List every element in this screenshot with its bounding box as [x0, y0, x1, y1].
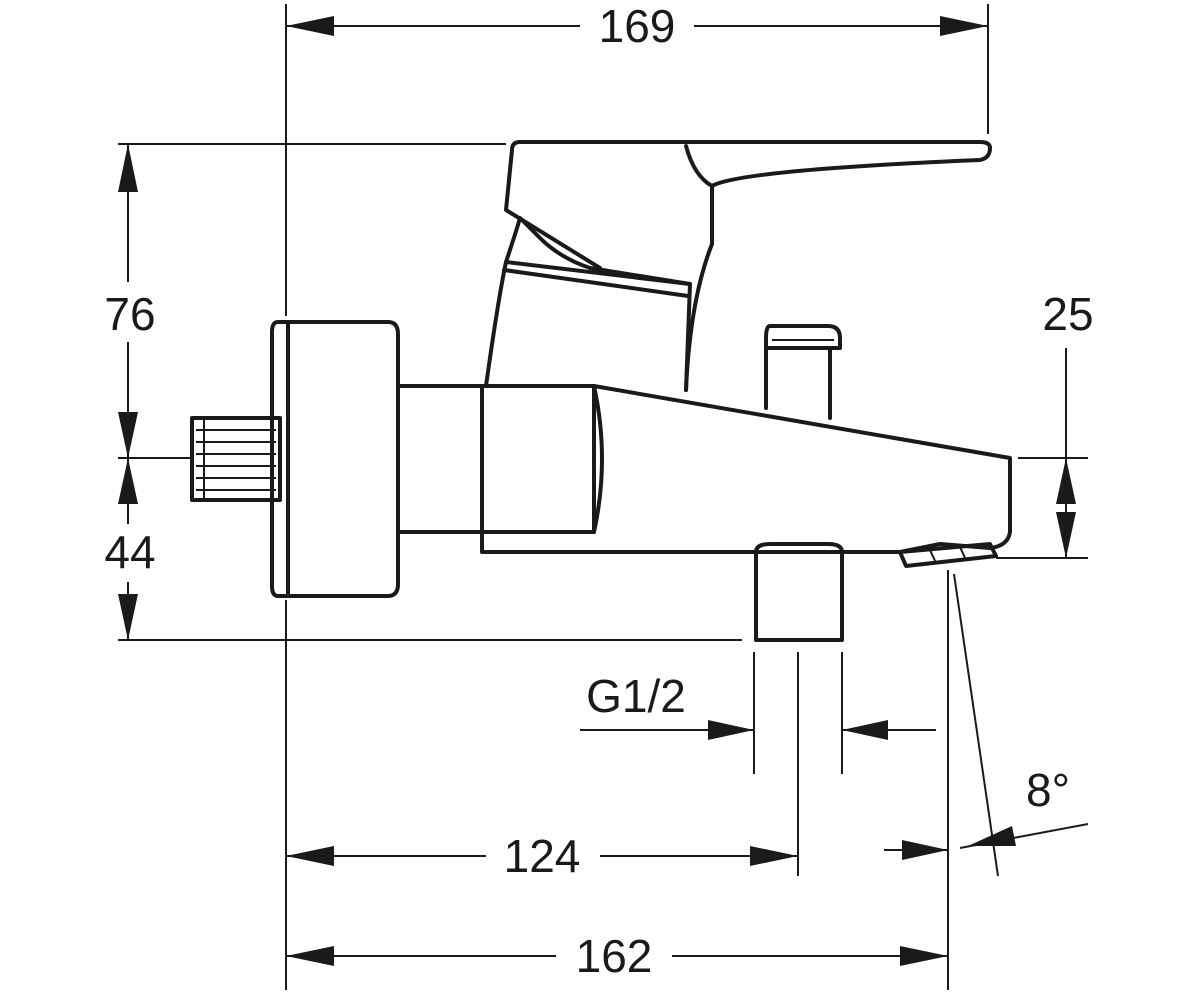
mixer-lever — [484, 140, 992, 392]
body-connector — [396, 384, 484, 534]
outlet-nipple — [754, 542, 844, 642]
label-spout-angle: 8° — [1026, 764, 1070, 816]
label-spout-height: 25 — [1042, 288, 1093, 340]
dim-height-upper — [118, 144, 138, 458]
dim-outlet-thread — [580, 720, 936, 740]
wall-rosette — [270, 320, 400, 598]
dim-height-lower — [118, 458, 138, 640]
dim-spout-reach — [286, 946, 948, 966]
diverter-knob — [764, 324, 842, 420]
dim-spout-angle — [884, 823, 1089, 860]
dim-spout-height — [1056, 348, 1076, 558]
label-outlet-thread: G1/2 — [586, 670, 686, 722]
extension-lines — [118, 4, 1088, 990]
label-height-upper: 76 — [104, 288, 155, 340]
dim-overall-width — [286, 16, 988, 36]
faucet-outline — [190, 140, 1012, 642]
spout — [480, 384, 1012, 554]
label-spout-reach: 162 — [576, 930, 653, 982]
label-overall-width: 169 — [599, 0, 676, 52]
threaded-connector — [190, 416, 282, 502]
label-outlet-offset: 124 — [504, 830, 581, 882]
label-height-lower: 44 — [104, 526, 155, 578]
aerator — [898, 542, 998, 568]
main-body — [480, 384, 604, 534]
dim-outlet-offset — [286, 846, 798, 866]
